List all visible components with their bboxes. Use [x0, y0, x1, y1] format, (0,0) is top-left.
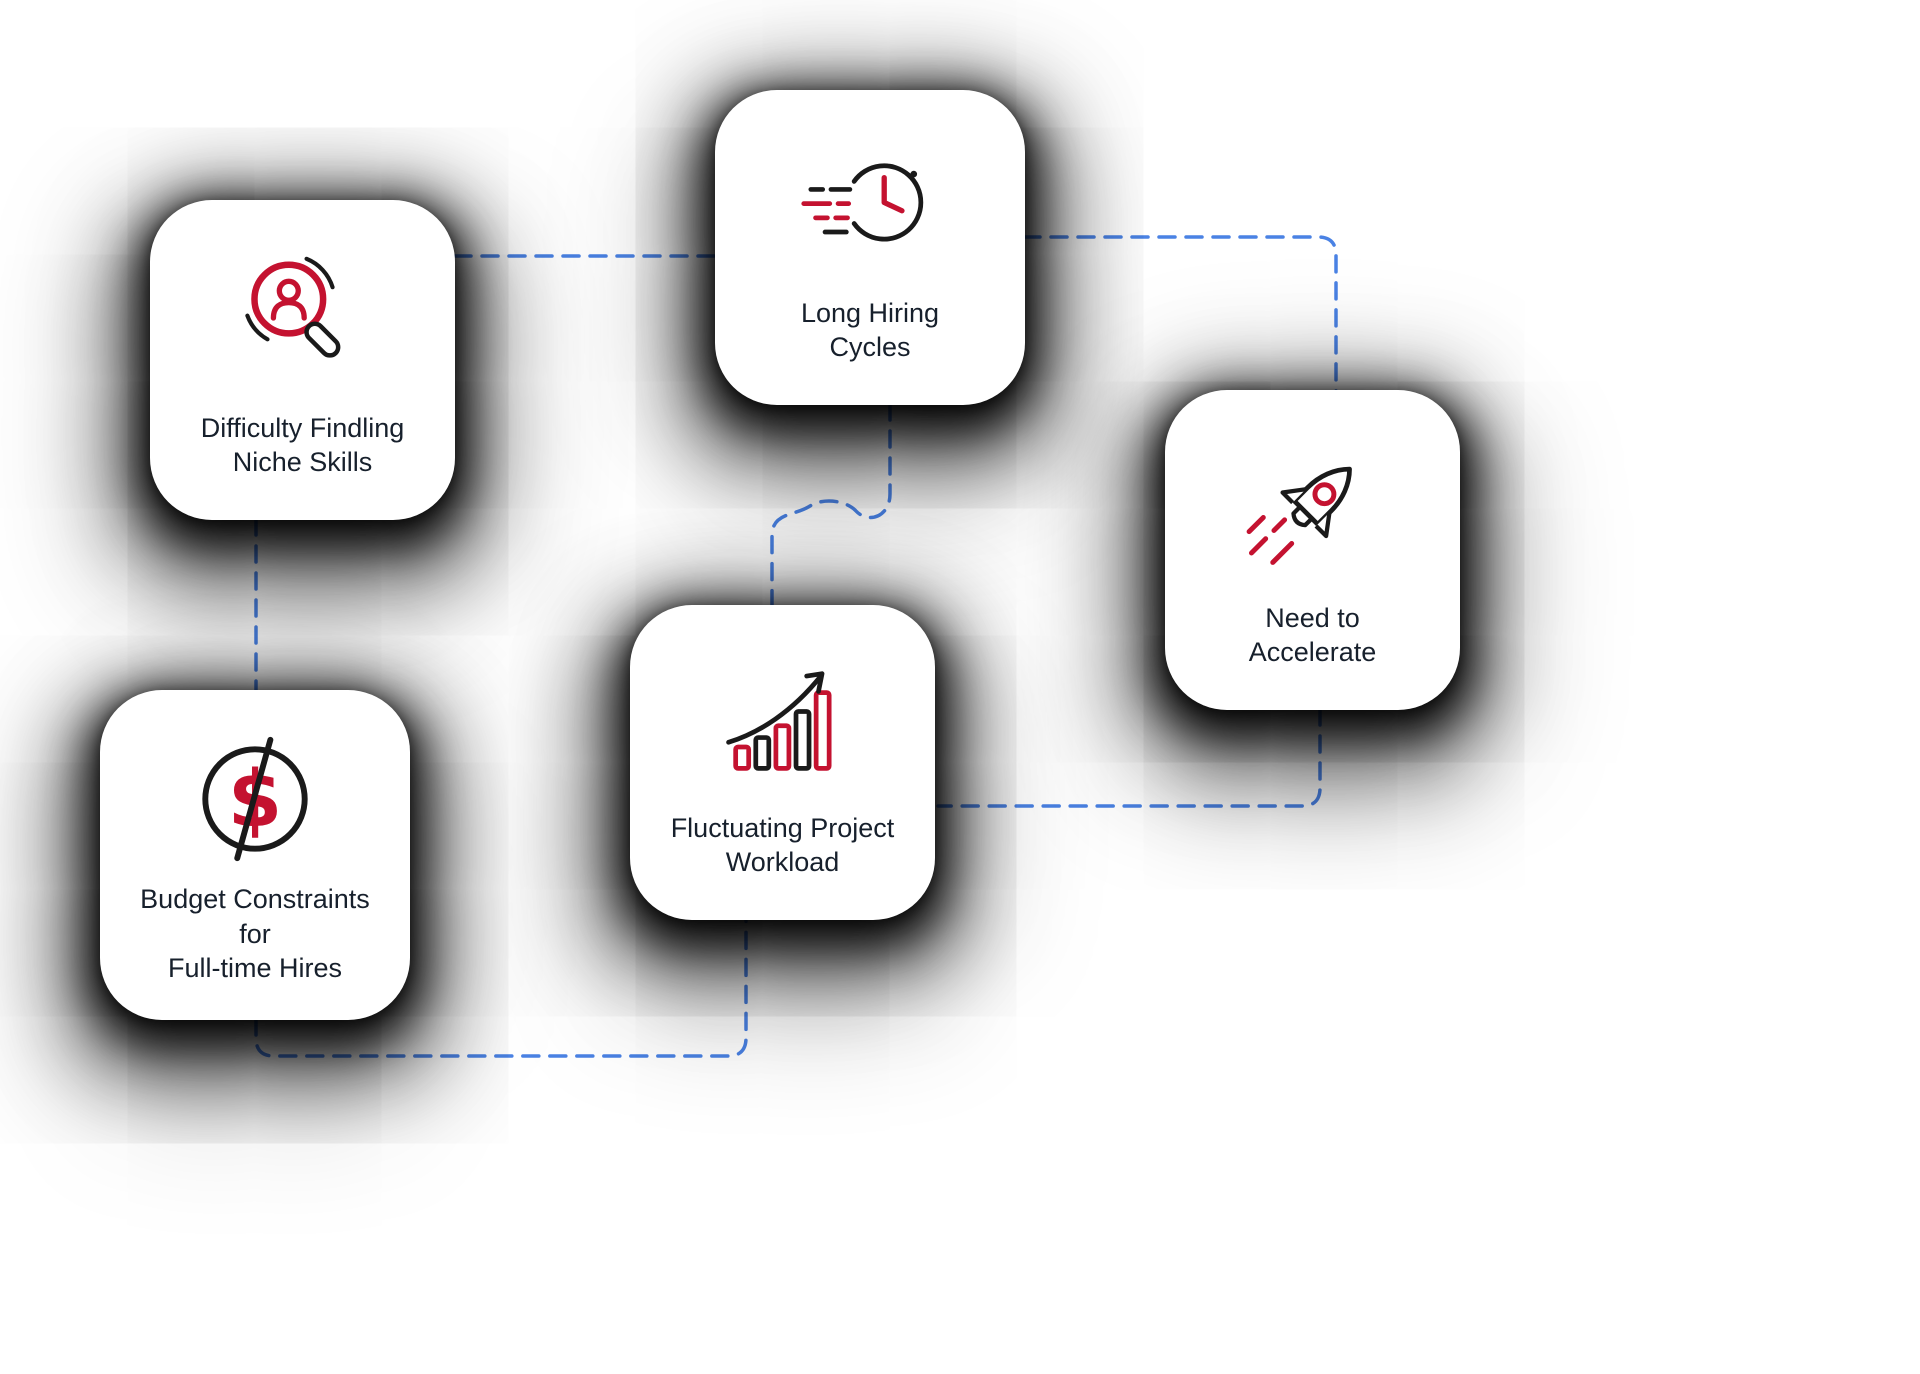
card-label-line: Niche Skills: [232, 447, 373, 478]
rocket-icon: [1165, 390, 1460, 601]
card-budget-constraints: $ Budget Constraints for Full-time Hires: [100, 690, 410, 1020]
card-long-hiring-cycles: Long Hiring Cycles: [715, 90, 1025, 405]
card-label-line: Workload: [725, 847, 840, 878]
no-dollar-icon: $: [100, 690, 410, 882]
card-label: Difficulty Findling Niche Skills: [201, 411, 405, 520]
card-need-to-accelerate: Need to Accelerate: [1165, 390, 1460, 710]
card-difficulty-niche-skills: Difficulty Findling Niche Skills: [150, 200, 455, 520]
connector-hiring-to-accelerate: [1022, 235, 1338, 394]
connector-accelerate-to-workload: [936, 707, 1322, 808]
growth-bars-icon: [630, 605, 935, 811]
card-label-line: for: [239, 918, 271, 949]
connector-budget-to-workload: [254, 919, 748, 1058]
card-label-line: Accelerate: [1248, 637, 1377, 668]
card-label-line: Difficulty Findling: [200, 412, 405, 443]
connector-hiring-to-workload: [770, 402, 892, 608]
card-fluctuating-project-workload: Fluctuating Project Workload: [630, 605, 935, 920]
fast-clock-icon: [715, 90, 1025, 296]
card-label-line: Full-time Hires: [167, 953, 342, 984]
card-label-line: Cycles: [829, 332, 911, 363]
magnifier-person-icon: [150, 200, 455, 411]
card-label: Long Hiring Cycles: [801, 296, 939, 405]
card-label-line: Need to: [1265, 602, 1360, 633]
card-label-line: Long Hiring: [800, 297, 940, 328]
card-label: Need to Accelerate: [1249, 601, 1377, 710]
card-label: Fluctuating Project Workload: [671, 811, 895, 920]
card-label-line: Fluctuating Project: [670, 812, 895, 843]
card-label: Budget Constraints for Full-time Hires: [140, 882, 370, 1020]
card-label-line: Budget Constraints: [140, 884, 370, 915]
